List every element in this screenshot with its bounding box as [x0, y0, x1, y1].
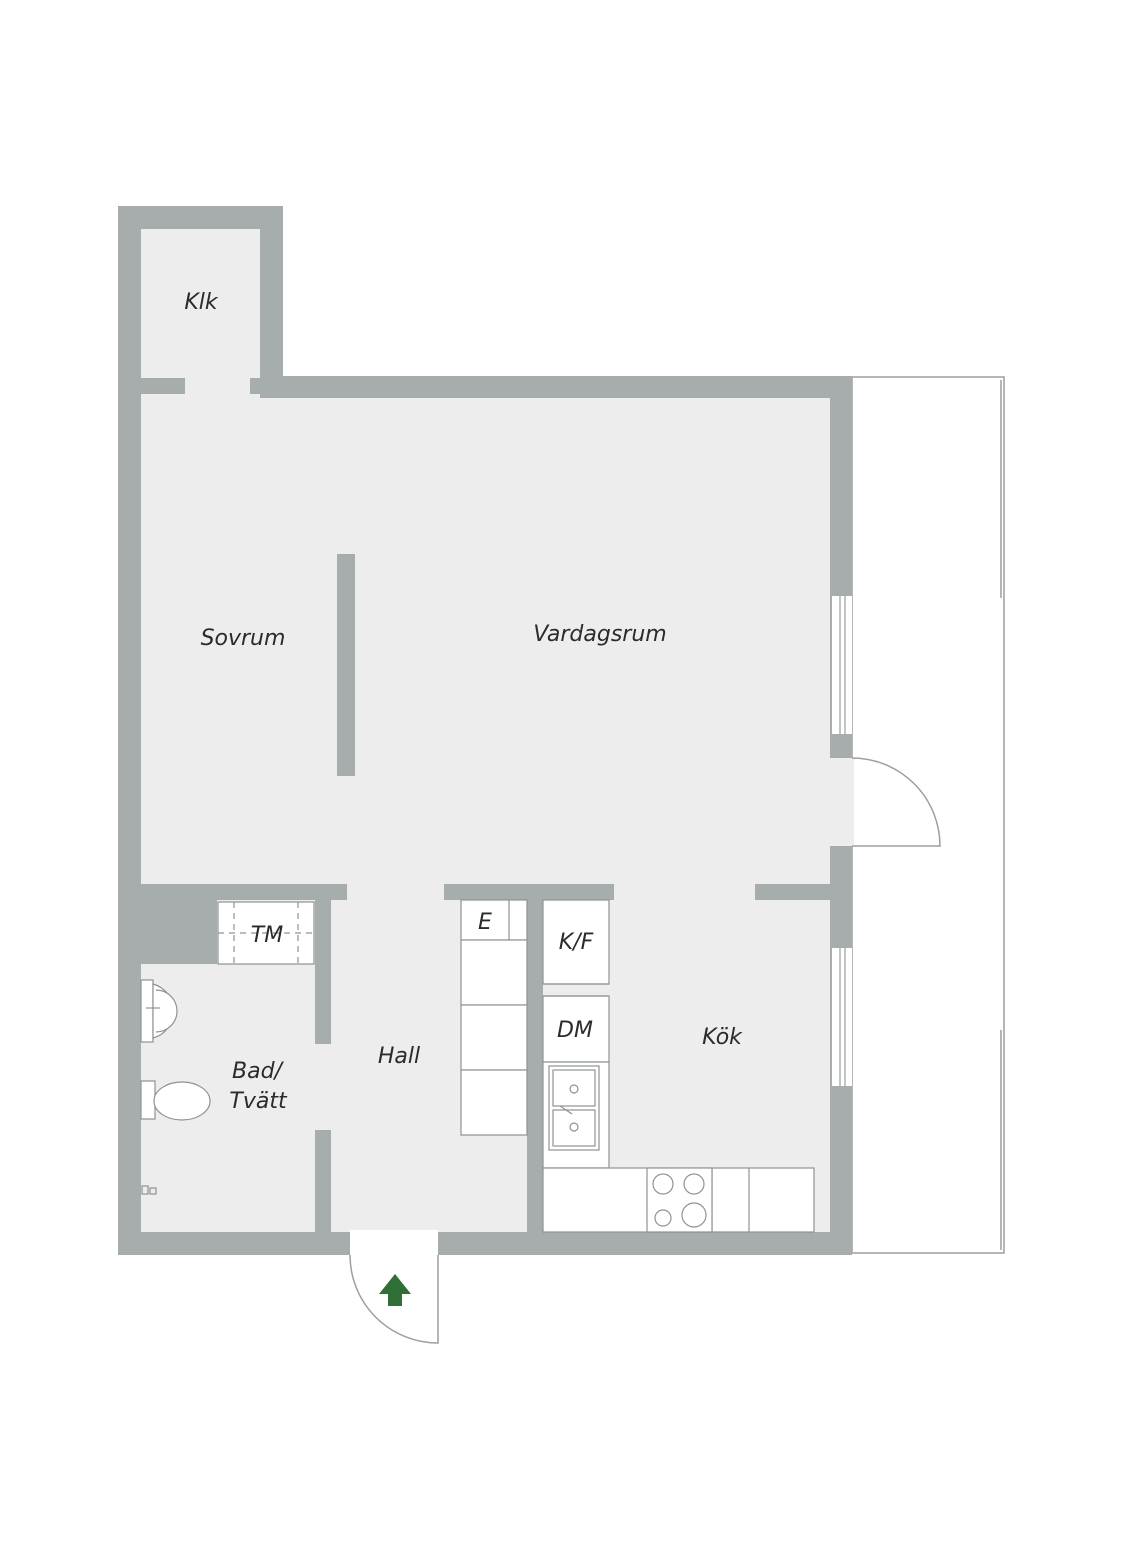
room-label-e: E: [478, 910, 492, 935]
room-label-vardagsrum: Vardagsrum: [533, 622, 666, 647]
room-label-sovrum: Sovrum: [201, 626, 286, 651]
balcony: [851, 376, 1005, 1254]
toilet-icon: [140, 1080, 211, 1121]
windows: [832, 596, 852, 1086]
kitchen-sink-icon: [548, 1065, 600, 1151]
room-label-kok: Kök: [702, 1025, 743, 1050]
floor-area: [141, 229, 830, 1232]
room-label-hall: Hall: [378, 1044, 420, 1069]
washing-machine: [217, 901, 315, 965]
washbasin-icon: [140, 979, 178, 1043]
stove-icon: [646, 1167, 713, 1233]
room-label-tvatt: Tvätt: [229, 1089, 288, 1114]
hall-cabinets: [460, 899, 528, 1136]
interior-walls: [141, 884, 830, 1232]
floor-drain-icon: [141, 1185, 157, 1195]
room-label-dm: DM: [557, 1018, 593, 1043]
entrance-arrow-icon: [379, 1274, 411, 1306]
room-label-tm: TM: [251, 923, 283, 948]
balcony-door: [830, 757, 941, 847]
room-label-bad: Bad/: [232, 1059, 285, 1084]
room-label-kf: K/F: [559, 930, 594, 955]
bedroom-partition: [337, 554, 355, 776]
room-label-klk: Klk: [184, 290, 219, 315]
closet-wall: [141, 378, 272, 394]
entrance-door: [349, 1230, 439, 1344]
